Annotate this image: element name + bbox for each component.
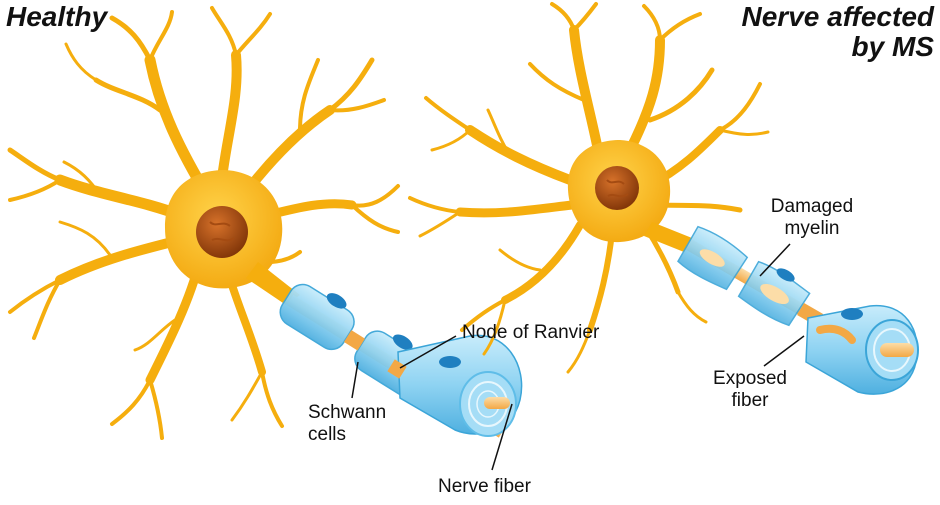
healthy-node-of-ranvier	[343, 330, 365, 351]
healthy-axon	[279, 283, 523, 438]
healthy-title: Healthy	[6, 1, 108, 32]
label-exposed-fiber: Exposed fiber	[713, 368, 787, 411]
ms-nucleus	[595, 166, 639, 210]
ms-title: Nerve affected by MS	[741, 1, 934, 62]
ms-axon-hillock	[644, 222, 692, 252]
ms-dendrites	[408, 2, 770, 374]
healthy-nucleus	[196, 206, 248, 258]
label-nerve-fiber: Nerve fiber	[438, 476, 531, 497]
ms-damaged-myelin-1	[677, 225, 749, 291]
healthy-axon-hillock	[246, 262, 300, 305]
healthy-neuron	[7, 6, 400, 440]
ms-leader-lines	[759, 243, 805, 367]
label-node-of-ranvier: Node of Ranvier	[462, 322, 600, 343]
ms-damaged-myelin-2	[737, 260, 811, 327]
label-schwann-cells: Schwann cells	[308, 402, 387, 445]
ms-myelin-end	[805, 304, 919, 395]
healthy-leader-lines	[351, 335, 513, 471]
ms-fiber-end	[880, 343, 914, 357]
ms-neuron	[408, 2, 770, 374]
healthy-schwann-cell-3	[397, 334, 523, 437]
label-damaged-myelin: Damaged myelin	[770, 196, 854, 239]
healthy-fiber-end	[484, 397, 510, 409]
ms-axon	[677, 225, 919, 395]
